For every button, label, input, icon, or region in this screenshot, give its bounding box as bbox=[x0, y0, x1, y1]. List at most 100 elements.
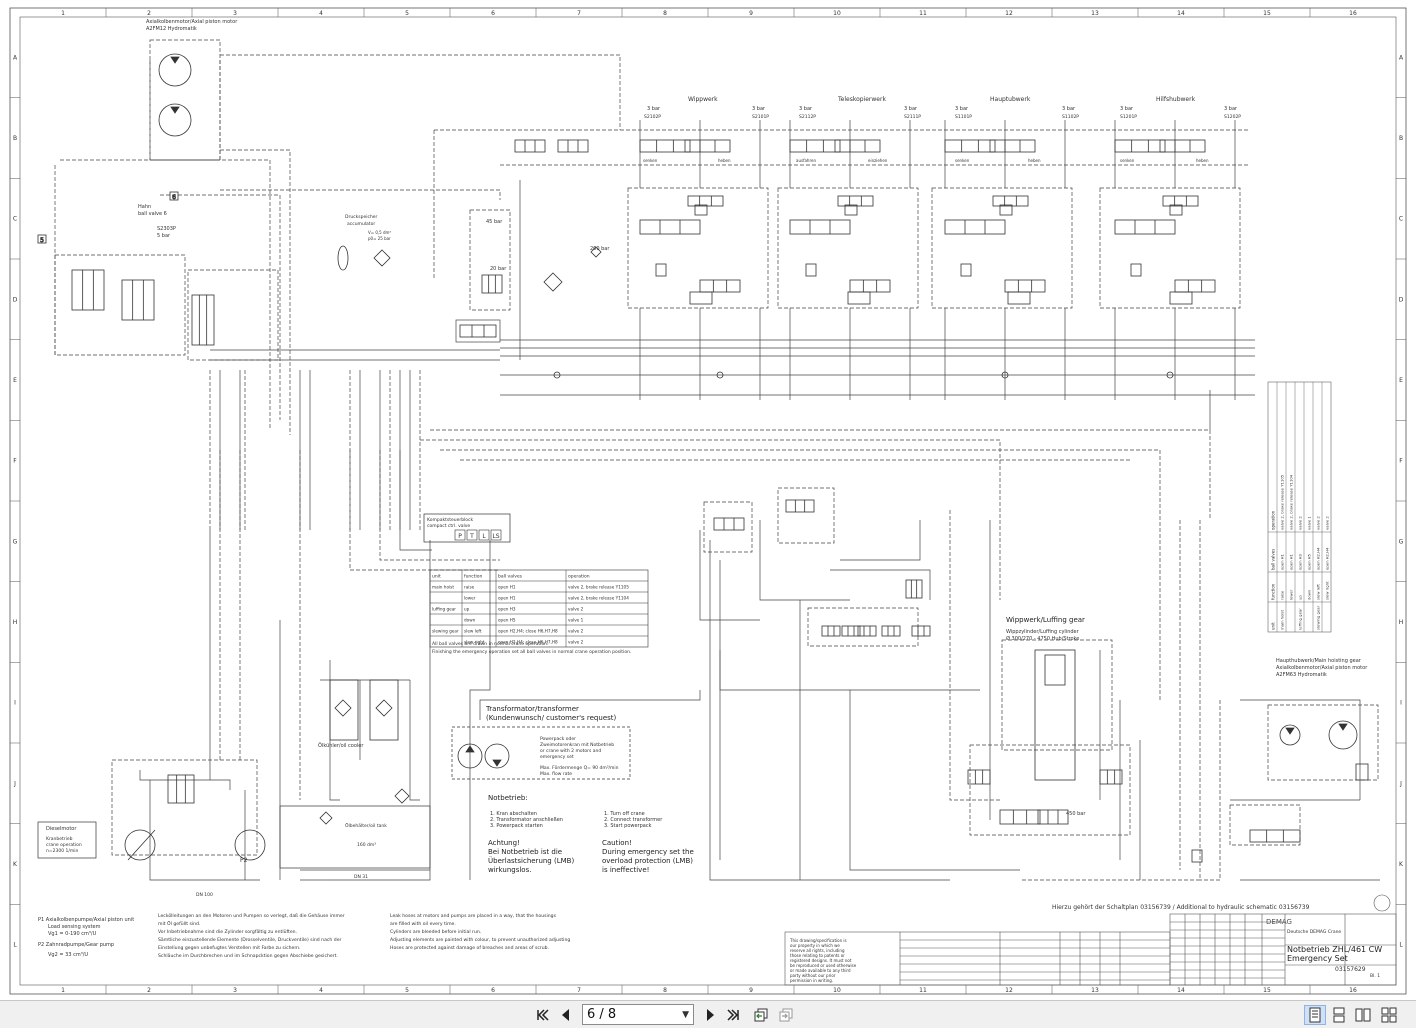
last-page-button[interactable] bbox=[722, 1005, 744, 1025]
check-valve bbox=[1166, 371, 1174, 379]
table-cell: open H2,H4; close H6,H7,H8 bbox=[498, 640, 558, 645]
grid-column-label: 2 bbox=[147, 987, 151, 994]
grid-row-label: B bbox=[1399, 135, 1403, 142]
grid-column-label: 4 bbox=[319, 10, 323, 17]
pressure-label: 3 bar bbox=[647, 106, 661, 112]
table-cell: open H2,H4; close H6,H7,H8 bbox=[498, 629, 558, 634]
note-en: are filled with oil every time. bbox=[390, 921, 456, 927]
side-table-cell: open H5 bbox=[1307, 553, 1312, 570]
grid-column-label: 6 bbox=[491, 10, 495, 17]
hydraulic-line bbox=[329, 760, 340, 801]
chevron-right-icon bbox=[707, 1009, 714, 1021]
pressure-label: 3 bar bbox=[1224, 106, 1238, 112]
continuous-view-button[interactable] bbox=[1328, 1005, 1350, 1025]
valve-symbol bbox=[999, 809, 1041, 825]
side-table-cell: open H1 bbox=[1280, 553, 1285, 570]
valve-label: S1101P bbox=[955, 114, 972, 120]
forward-view-icon bbox=[779, 1008, 793, 1022]
valve-symbol bbox=[841, 625, 861, 637]
table-cell: valve 1 bbox=[568, 618, 584, 623]
grid-row-label: L bbox=[1399, 942, 1403, 949]
compact-block-port bbox=[466, 529, 478, 541]
single-page-view-button[interactable] bbox=[1304, 1005, 1326, 1025]
luffing-cylinder bbox=[1034, 649, 1076, 781]
valve-symbol bbox=[689, 291, 713, 305]
notbetrieb-step: 2. Transformator anschließen bbox=[490, 817, 563, 823]
hydraulic-line bbox=[719, 650, 980, 691]
side-table-cell: valve 2, brake release Y1104 bbox=[1289, 474, 1294, 530]
grid-column-label: 14 bbox=[1177, 987, 1185, 994]
previous-page-button[interactable] bbox=[555, 1005, 577, 1025]
powerpack-pump-symbol bbox=[457, 743, 483, 769]
motor-arrow bbox=[170, 106, 180, 114]
accumulator-label: accumulator bbox=[347, 221, 375, 227]
axial-motor-title: Axialkolbenmotor/Axial piston motor bbox=[146, 19, 238, 25]
back-view-button[interactable] bbox=[750, 1005, 772, 1025]
section-title-hilfshubwerk: Hilfshubwerk bbox=[1156, 96, 1196, 103]
next-page-button[interactable] bbox=[699, 1005, 721, 1025]
valve-symbol bbox=[849, 279, 891, 293]
valve-symbol bbox=[713, 517, 745, 531]
achtung-line: Bei Notbetrieb ist die bbox=[488, 848, 562, 856]
valve-label: S2101P bbox=[752, 114, 769, 120]
pump-legend: Load sensing system bbox=[48, 924, 101, 930]
valve-symbol bbox=[1114, 219, 1176, 235]
motor-symbol bbox=[1328, 720, 1358, 750]
pressure-valve bbox=[1130, 263, 1142, 277]
side-table-cell: open H3 bbox=[1298, 553, 1303, 570]
pressure-valve bbox=[655, 263, 667, 277]
note-de: Leckölleitungen an den Motoren und Pumpe… bbox=[158, 913, 345, 919]
inner-border bbox=[19, 16, 1397, 986]
facing-view-button[interactable] bbox=[1352, 1005, 1374, 1025]
outer-border bbox=[9, 7, 1407, 995]
grid-column-label: 16 bbox=[1349, 10, 1357, 17]
grid-column-label: 9 bbox=[749, 10, 753, 17]
valve-symbol bbox=[1037, 809, 1069, 825]
valve-label: S2112P bbox=[799, 114, 816, 120]
accumulator-label: Druckspeicher bbox=[345, 214, 378, 220]
notbetrieb-step: 3. Powerpack starten bbox=[490, 823, 543, 829]
oil-tank-volume: 160 dm³ bbox=[357, 842, 376, 848]
valve-symbol bbox=[881, 625, 901, 637]
pressure-valve bbox=[960, 263, 972, 277]
achtung-line: Überlastsicherung (LMB) bbox=[488, 856, 574, 865]
hydraulic-line bbox=[349, 450, 500, 571]
hydraulic-line bbox=[949, 510, 1000, 801]
first-page-button[interactable] bbox=[532, 1005, 554, 1025]
check-valve bbox=[1001, 371, 1009, 379]
powerpack-motor-symbol bbox=[484, 743, 510, 769]
grid-row-label: A bbox=[1399, 54, 1404, 61]
table-cell: main hoist bbox=[432, 585, 454, 590]
filter-symbol bbox=[319, 811, 333, 825]
filter-symbol bbox=[375, 699, 393, 717]
page-select[interactable]: 6 / 8 ▼ bbox=[582, 1004, 694, 1025]
note-en: Cylinders are bleeded before initial run… bbox=[390, 929, 481, 935]
note-en: Hoses are protected against damage of br… bbox=[390, 945, 549, 951]
viewer-toolbar: 6 / 8 ▼ bbox=[0, 1000, 1416, 1028]
compact-block-port-label: T bbox=[469, 533, 474, 540]
powerpack-line: emergency set bbox=[540, 754, 574, 760]
continuous-page-icon bbox=[1333, 1007, 1345, 1023]
hydraulic-line bbox=[220, 149, 291, 435]
valve-symbol bbox=[1249, 829, 1301, 843]
valve-symbol bbox=[944, 219, 1006, 235]
pressure-label: 20 bar bbox=[490, 266, 507, 272]
valve-label: S1202P bbox=[1224, 114, 1241, 120]
pump-legend: Vg2 = 33 cm³/U bbox=[48, 952, 88, 958]
valve-symbol bbox=[514, 139, 546, 153]
valve-symbol bbox=[167, 774, 195, 804]
check-valve bbox=[844, 204, 858, 216]
continuous-facing-view-button[interactable] bbox=[1378, 1005, 1400, 1025]
forward-view-button[interactable] bbox=[775, 1005, 797, 1025]
valve-label: S2303P bbox=[157, 226, 176, 232]
pressure-valve bbox=[805, 263, 817, 277]
grid-column-label: 3 bbox=[233, 987, 237, 994]
hydraulic-line bbox=[699, 530, 760, 621]
function-label: senken bbox=[643, 158, 658, 163]
table-border bbox=[429, 569, 649, 648]
grid-row-label: G bbox=[1399, 538, 1404, 545]
grid-row-label: I bbox=[14, 700, 16, 707]
side-table-cell: slew left bbox=[1316, 584, 1321, 600]
